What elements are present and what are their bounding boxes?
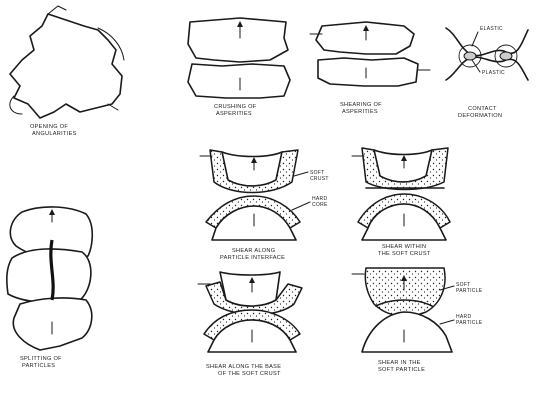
hard-particle-leader <box>440 320 454 324</box>
angularity-notch <box>48 6 66 14</box>
soft-particle <box>365 268 445 316</box>
opening-label-2: ANGULARITIES <box>32 131 77 137</box>
elastic-label: ELASTIC <box>480 26 503 32</box>
contact-label-1: CONTACT <box>468 106 497 112</box>
panel-shear-base-crust: SHEAR ALONG THE BASE OF THE SOFT CRUST <box>198 272 302 377</box>
splitting-label-1: SPLITTING OF <box>20 356 62 362</box>
crushing-label-2: ASPERITIES <box>216 111 252 117</box>
plastic-label: PLASTIC <box>482 70 505 76</box>
lower-particle <box>13 298 91 350</box>
shearing-label-2: ASPERITIES <box>342 109 378 115</box>
panel-shearing-asperities: SHEARING OF ASPERITIES <box>310 22 430 115</box>
shear-interface-label-2: PARTICLE INTERFACE <box>220 255 285 261</box>
panel-shear-within-crust: SHEAR WITHIN THE SOFT CRUST <box>352 148 450 257</box>
shear-within-label-1: SHEAR WITHIN <box>382 244 426 250</box>
shear-interface-label-1: SHEAR ALONG <box>232 248 275 254</box>
splitting-label-2: PARTICLES <box>22 363 55 369</box>
plastic-leader <box>472 60 480 72</box>
panel-splitting-particles: SPLITTING OF PARTICLES <box>7 207 92 369</box>
soft-crust-leader <box>294 172 308 176</box>
crushing-label-1: CRUSHING OF <box>214 104 257 110</box>
shearing-label-1: SHEARING OF <box>340 102 382 108</box>
hard-core-leader <box>292 202 310 210</box>
lower-block <box>188 64 290 98</box>
panel-crushing-asperities: CRUSHING OF ASPERITIES <box>188 18 290 117</box>
shear-in-soft-label-1: SHEAR IN THE <box>378 360 421 366</box>
soft-particle-label-2: PARTICLE <box>456 288 483 294</box>
panel-opening-angularities: OPENING OF ANGULARITIES <box>10 6 124 137</box>
lower-block <box>318 58 418 86</box>
shear-in-soft-label-2: SOFT PARTICLE <box>378 367 425 373</box>
shear-within-label-2: THE SOFT CRUST <box>378 251 431 257</box>
upper-block <box>188 18 288 62</box>
angularity-notch-2 <box>108 104 118 110</box>
opening-label-1: OPENING OF <box>30 124 68 130</box>
shear-base-label-2: OF THE SOFT CRUST <box>218 371 281 377</box>
soft-crust-label-2: CRUST <box>310 176 329 182</box>
upper-core <box>220 272 280 306</box>
panel-shear-soft-particle: SOFT PARTICLE HARD PARTICLE SHEAR IN THE… <box>352 268 483 373</box>
contact-label-2: DEFORMATION <box>458 113 502 119</box>
plastic-zone-left <box>464 52 476 60</box>
panel-contact-deformation: ELASTIC PLASTIC CONTACT DEFORMATION <box>446 26 528 119</box>
upper-block <box>316 22 414 54</box>
plastic-zone-right <box>500 52 512 60</box>
hard-particle <box>362 312 452 352</box>
panel-shear-particle-interface: SOFT CRUST HARD CORE SHEAR ALONG PARTICL… <box>200 150 329 261</box>
middle-particle <box>7 249 91 303</box>
elastic-leader <box>472 32 478 46</box>
hard-core-label-2: CORE <box>312 202 328 208</box>
hard-particle-label-2: PARTICLE <box>456 320 483 326</box>
shear-base-label-1: SHEAR ALONG THE BASE <box>206 364 281 370</box>
angular-particle <box>10 14 122 118</box>
